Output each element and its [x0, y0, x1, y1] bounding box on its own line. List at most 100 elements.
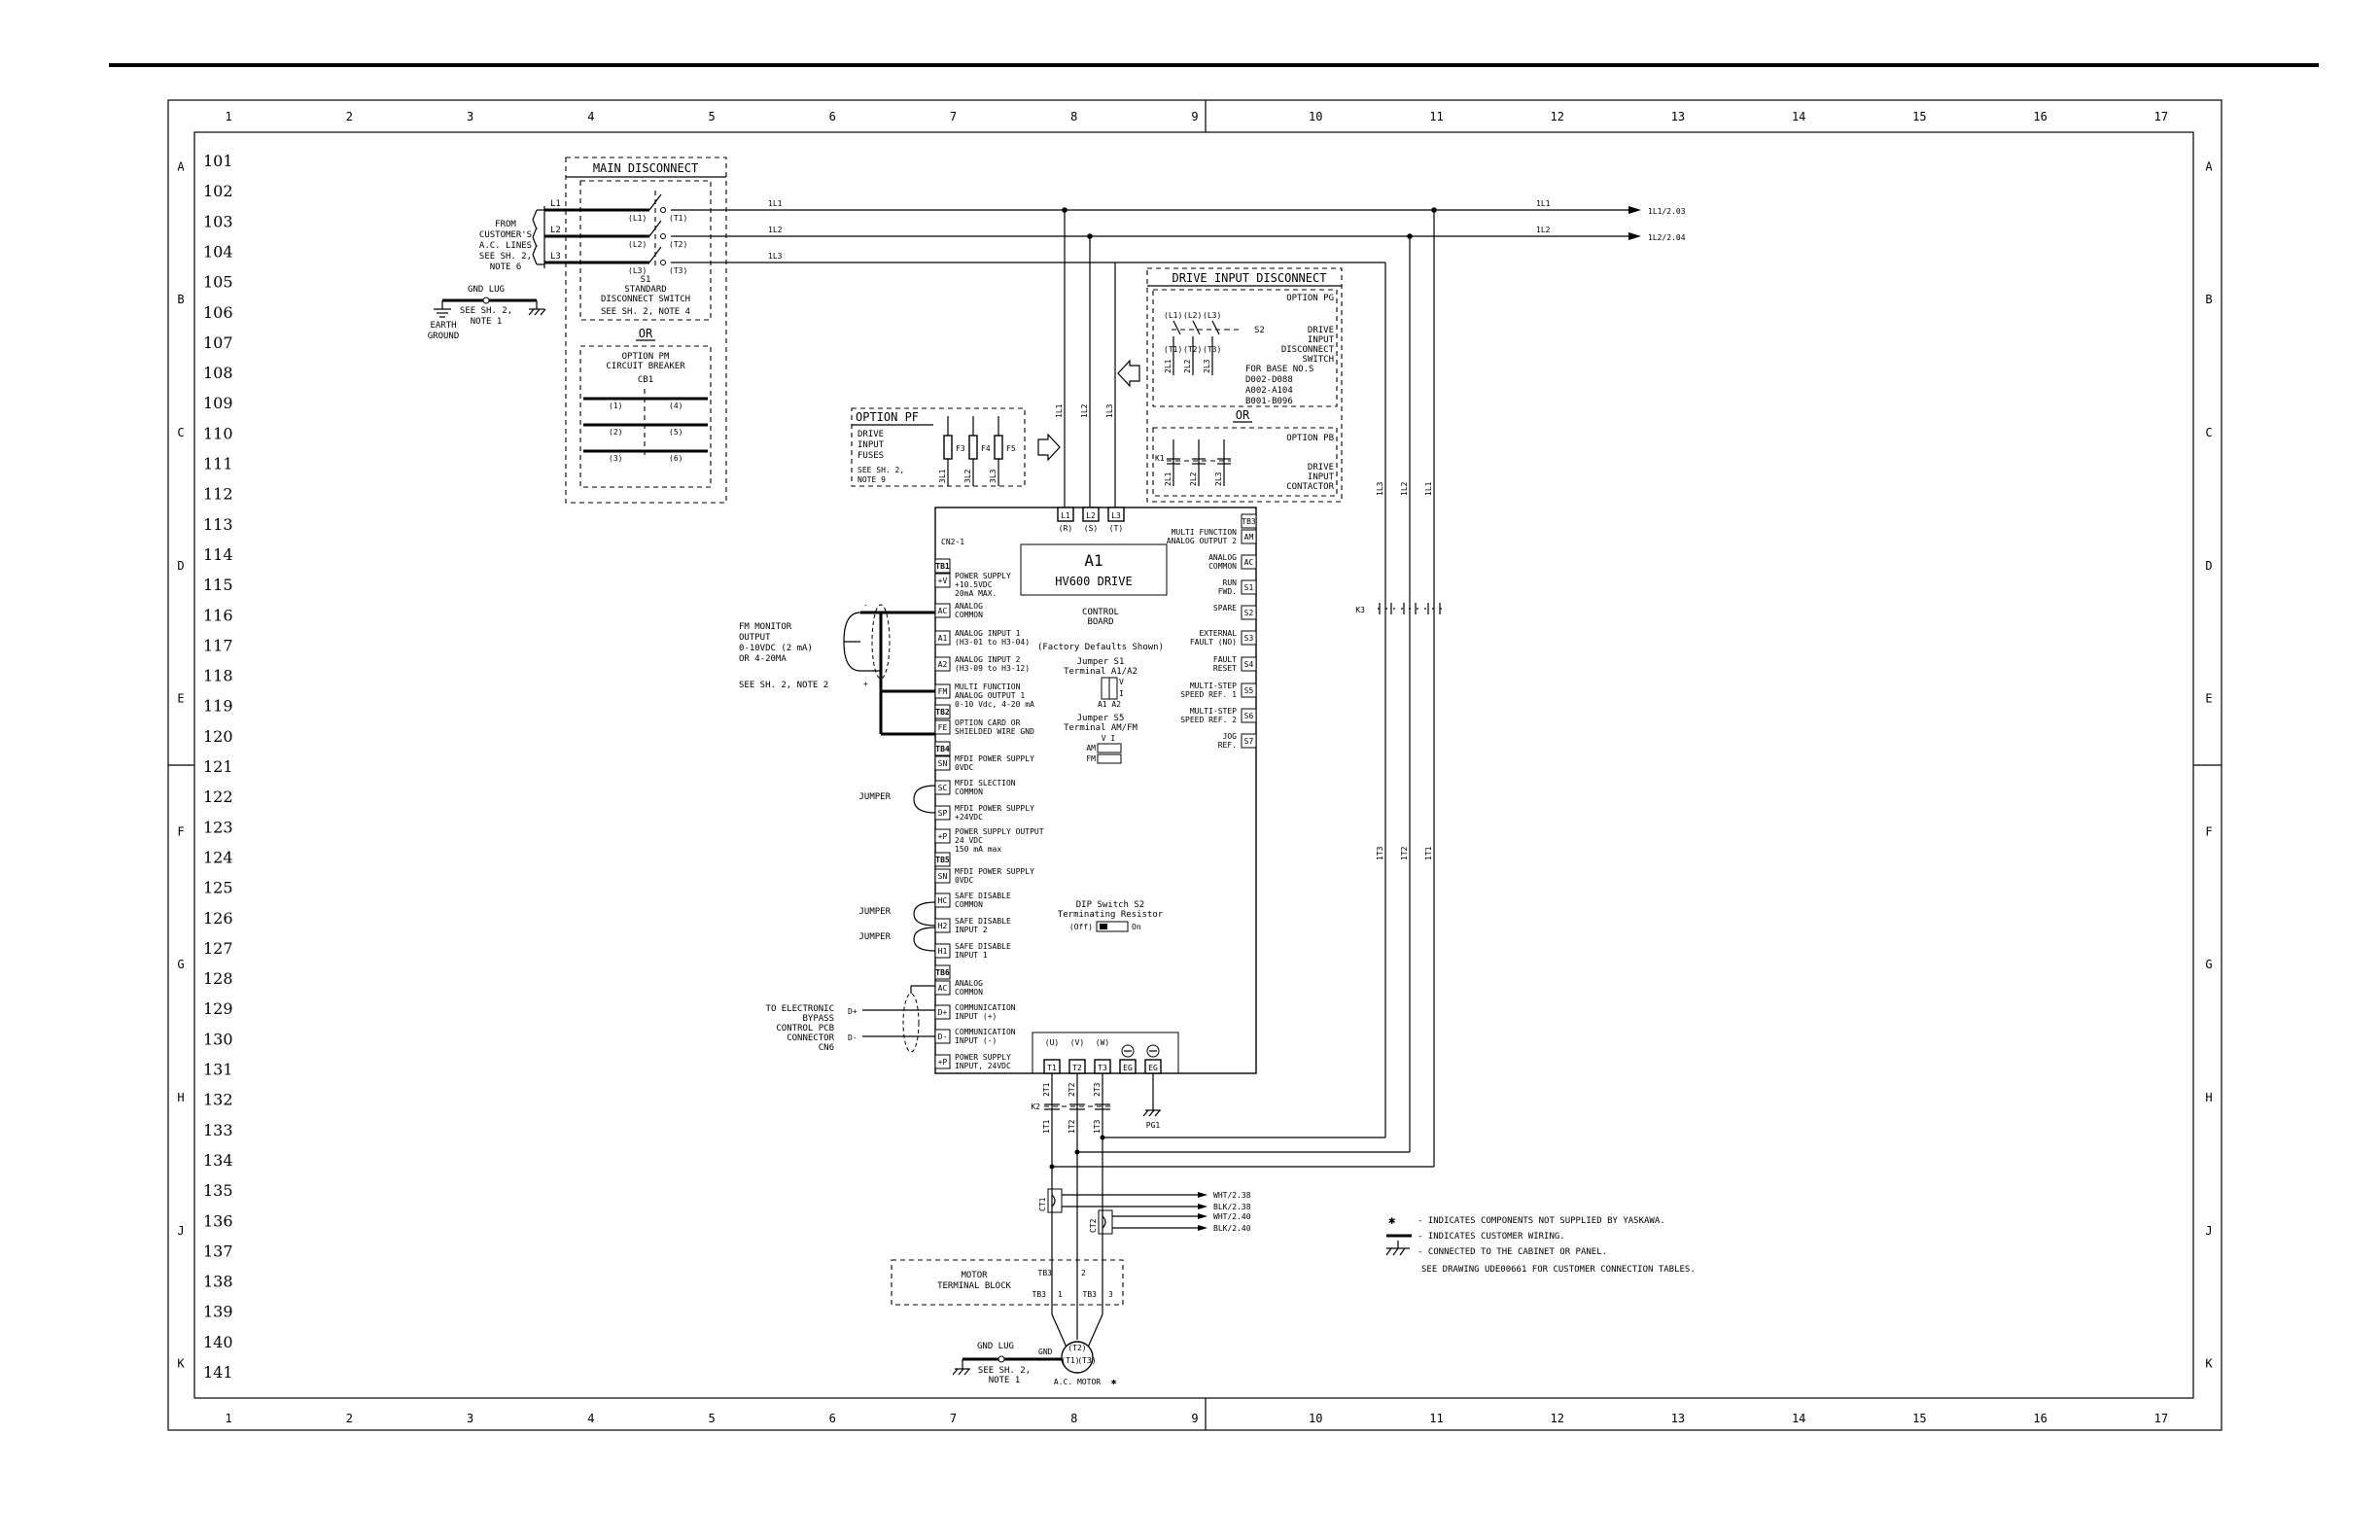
drive-in-T: (T): [1109, 524, 1123, 533]
row-ref-right: F: [2205, 824, 2212, 838]
left-terminal-label: +10.5VDC: [955, 580, 993, 589]
v-1T3: 1T3: [1376, 846, 1384, 860]
left-terminal-label: MFDI POWER SUPPLY: [955, 754, 1034, 763]
term-3: 3: [1108, 1290, 1113, 1299]
col-ref-top: 2: [346, 110, 353, 123]
gnd-note-1: SEE SH. 2,: [460, 306, 512, 316]
cb-title-2: CIRCUIT BREAKER: [606, 362, 685, 371]
col-ref-top: 3: [467, 110, 473, 123]
left-terminal-code: D+: [938, 1008, 948, 1017]
output-circuit: 2T1 2T2 2T3 K2 1T1 1T2 1T3 PG1 CT1 CT2: [1031, 1073, 1434, 1314]
col-ref-bottom: 2: [346, 1412, 353, 1425]
pf-wire-3: 3L3: [989, 469, 998, 483]
jumper-s1-2: Terminal A1/A2: [1064, 667, 1138, 677]
left-terminal-label: INPUT (-): [955, 1036, 997, 1045]
line-number: 134: [203, 1151, 233, 1170]
bypass-5: CN6: [819, 1043, 834, 1053]
left-terminal-label: 24 VDC: [955, 836, 983, 845]
left-terminal-label: MFDI POWER SUPPLY: [955, 804, 1034, 813]
right-terminal-label: ANALOG: [1208, 553, 1237, 562]
col-ref-bottom: 10: [1309, 1412, 1322, 1425]
col-ref-bottom: 11: [1429, 1412, 1443, 1425]
left-terminal-label: SAFE DISABLE: [955, 917, 1011, 926]
left-terminal-label: SAFE DISABLE: [955, 892, 1011, 900]
legend-star: ✱: [1388, 1213, 1395, 1227]
line-number: 101: [203, 152, 233, 170]
col-ref-bottom: 1: [226, 1412, 232, 1425]
right-terminal-code: AM: [1244, 533, 1254, 542]
out-EG2: EG: [1148, 1064, 1158, 1072]
bypass-comm-wiring: TO ELECTRONIC BYPASS CONTROL PCB CONNECT…: [766, 985, 935, 1053]
did-wire-3: 2L3: [1203, 359, 1211, 373]
col-ref-bottom: 16: [2033, 1412, 2047, 1425]
col-ref-top: 4: [587, 110, 594, 123]
col-ref-bottom: 12: [1550, 1412, 1563, 1425]
tb3-mid: TB3: [1038, 1269, 1053, 1278]
left-terminal-label: +24VDC: [955, 813, 983, 822]
did-label-1: DRIVE: [1308, 326, 1334, 335]
board-1: CONTROL: [1082, 608, 1119, 617]
col-ref-bottom: 6: [829, 1412, 836, 1425]
col-ref-top: 8: [1070, 110, 1077, 123]
motor-gnd-lug: GND LUG: [977, 1342, 1014, 1351]
main-disconnect-title: MAIN DISCONNECT: [593, 161, 698, 175]
col-ref-top: 13: [1671, 110, 1685, 123]
wire-1L1: 1L1: [768, 199, 783, 208]
right-terminal-code: TB3: [1242, 517, 1256, 526]
line-number: 117: [203, 636, 233, 654]
did-base-1: FOR BASE NO.S: [1245, 365, 1313, 374]
line-number: 115: [203, 576, 233, 594]
md-label-3: SEE SH. 2, NOTE 4: [601, 307, 690, 317]
line-number: 133: [203, 1121, 233, 1139]
col-ref-bottom: 5: [708, 1412, 715, 1425]
ct-dest-3: WHT/2.40: [1213, 1212, 1251, 1221]
left-terminal-code: A2: [938, 660, 948, 669]
row-ref-right: D: [2205, 559, 2212, 573]
pf-note-1: SEE SH. 2,: [858, 466, 904, 474]
left-terminal-label: COMMUNICATION: [955, 1028, 1016, 1036]
drive-in-S: (S): [1084, 524, 1098, 533]
drive-in-R: (R): [1059, 524, 1072, 533]
left-terminal-code: TB1: [935, 562, 950, 571]
drive-model: HV600 DRIVE: [1055, 575, 1132, 588]
row-ref-right: G: [2205, 958, 2212, 971]
col-ref-bottom: 3: [467, 1412, 473, 1425]
line-number: 109: [203, 394, 233, 412]
left-terminal-code: +V: [938, 577, 948, 585]
line-number: 122: [203, 788, 233, 806]
left-terminal-label: INPUT 1: [955, 951, 988, 960]
row-ref-right: C: [2205, 426, 2212, 439]
right-terminal-label: RESET: [1213, 664, 1237, 673]
right-terminal-label: FAULT (NO): [1190, 638, 1237, 647]
v-1L1-right: 1L1: [1424, 481, 1433, 496]
line-number: 107: [203, 333, 233, 352]
line-number: 108: [203, 364, 233, 382]
row-ref-left: G: [177, 958, 184, 971]
col-ref-top: 14: [1792, 110, 1805, 123]
cb-out-1: (4): [669, 402, 682, 410]
left-terminal-label: SHIELDED WIRE GND: [955, 727, 1034, 736]
col-ref-top: 5: [708, 110, 715, 123]
line-number: 102: [203, 182, 233, 200]
left-terminal-label: COMMUNICATION: [955, 1003, 1016, 1012]
line-number: 126: [203, 909, 233, 928]
col-ref-top: 9: [1191, 110, 1198, 123]
left-terminal-label: 0-10 Vdc, 4-20 mA: [955, 700, 1034, 709]
line-number: 114: [203, 545, 233, 564]
s5-mark-vi: V I: [1102, 734, 1116, 743]
out-EG1: EG: [1123, 1064, 1133, 1072]
pb-wire-1: 2L1: [1164, 472, 1172, 486]
line-number: 116: [203, 606, 233, 624]
left-terminal-label: COMMON: [955, 900, 983, 909]
did-label-3: DISCONNECT: [1281, 345, 1335, 355]
jumper-1: JUMPER: [858, 792, 891, 802]
legend-star-text: - INDICATES COMPONENTS NOT SUPPLIED BY Y…: [1418, 1216, 1665, 1226]
from-line-3: A.C. LINES: [479, 241, 532, 251]
row-ref-left: A: [177, 159, 185, 173]
row-ref-right: H: [2205, 1091, 2212, 1104]
line-number: 113: [203, 515, 233, 534]
drive-name: A1: [1084, 551, 1102, 570]
did-in-1: (L1): [1164, 311, 1182, 320]
left-terminal-label: POWER SUPPLY OUTPUT: [955, 827, 1044, 836]
